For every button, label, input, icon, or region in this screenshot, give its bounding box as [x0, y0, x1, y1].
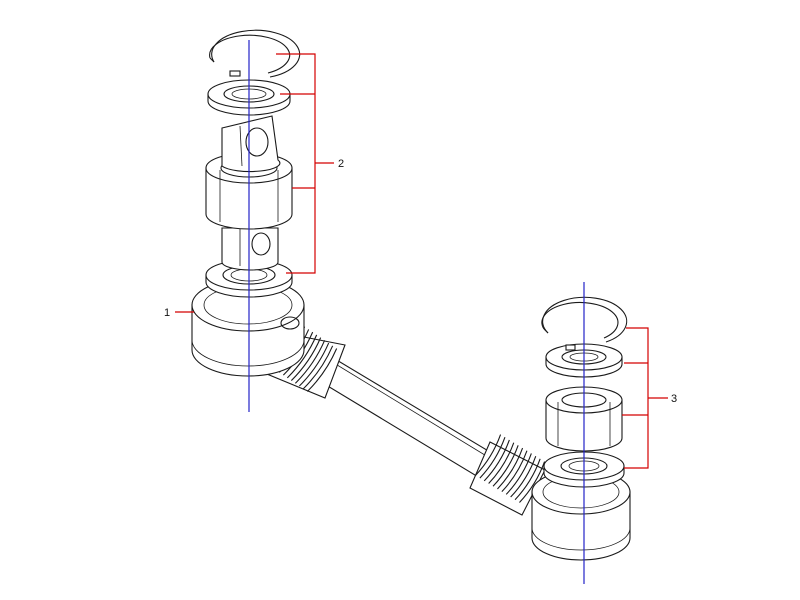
thread-ridge — [514, 458, 541, 501]
thread-ridge — [510, 455, 537, 498]
upper-bearing-stack — [205, 29, 301, 298]
thread-ridge — [302, 345, 334, 390]
upper-circlip — [209, 29, 301, 78]
right-thread — [469, 434, 546, 516]
thread-ridge — [505, 453, 532, 495]
thread-ridge — [519, 461, 546, 503]
thread-ridge — [492, 445, 519, 487]
thread-ridge — [306, 348, 338, 392]
thread-ridge — [479, 437, 506, 479]
lower-clevis-lug — [221, 227, 279, 271]
lower-circlip — [541, 296, 628, 351]
thread-ridge — [497, 447, 524, 490]
thread-ridge — [483, 439, 510, 482]
upper-clevis-lug — [221, 115, 281, 173]
callout-leader-2 — [276, 53, 334, 274]
callout-leader-3 — [622, 327, 668, 469]
callout-1-label: 1 — [164, 307, 170, 319]
thread-ridge — [294, 340, 326, 384]
callout-2-label: 2 — [338, 158, 344, 170]
thread-ridge — [488, 442, 515, 484]
thread-ridge — [501, 450, 528, 493]
thread-ridge — [286, 334, 318, 379]
thread-ridge — [290, 337, 322, 381]
thread-ridge — [475, 434, 502, 476]
callout-3-label: 3 — [671, 393, 677, 405]
thread-ridge — [298, 342, 330, 387]
